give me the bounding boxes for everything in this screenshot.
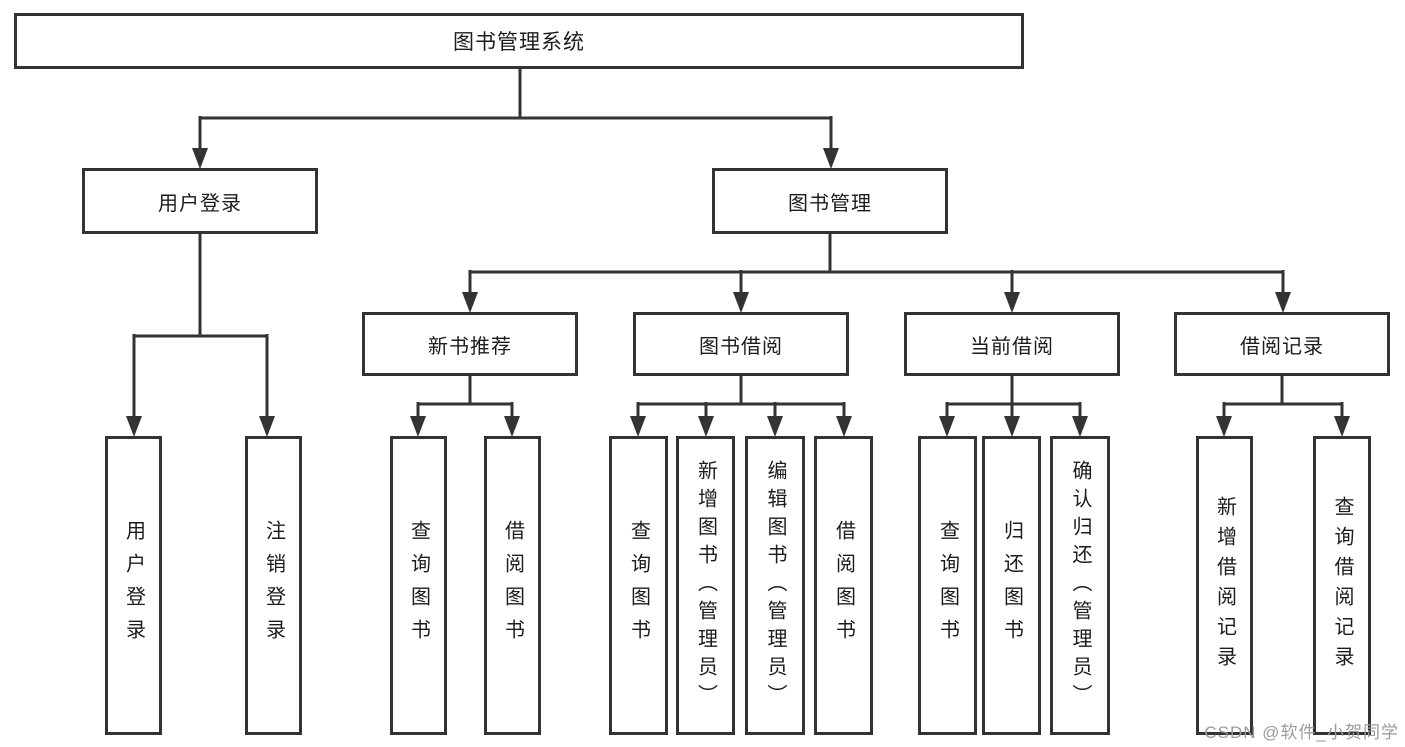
leaf-add-book-admin-label: 新增图书（管理员） xyxy=(694,459,717,712)
leaf-add-borrow-record-label: 新增借阅记录 xyxy=(1213,495,1236,676)
connector-lines xyxy=(132,66,1344,420)
arrow-down-icons xyxy=(126,148,1350,437)
arrow-down-icon xyxy=(836,416,852,437)
leaf-query-books-borrow-label: 查询图书 xyxy=(627,519,650,652)
leaf-user-login-label: 用户登录 xyxy=(122,519,145,652)
leaf-return-books: 归还图书 xyxy=(982,436,1041,735)
arrow-down-icon xyxy=(1004,292,1020,313)
arrow-down-icon xyxy=(1275,292,1291,313)
leaf-edit-book-admin: 编辑图书（管理员） xyxy=(745,436,805,735)
arrow-down-icon xyxy=(1004,416,1020,437)
node-book-borrowing: 图书借阅 xyxy=(633,312,849,376)
arrow-down-icon xyxy=(1072,416,1088,437)
node-borrowing-records: 借阅记录 xyxy=(1174,312,1390,376)
arrow-down-icon xyxy=(1334,416,1350,437)
leaf-borrow-books-label: 借阅图书 xyxy=(832,519,855,652)
leaf-query-borrow-record-label: 查询借阅记录 xyxy=(1331,495,1353,676)
leaf-query-books-recommend: 查询图书 xyxy=(390,436,447,735)
arrow-down-icon xyxy=(733,292,749,313)
arrow-down-icon xyxy=(410,416,426,437)
leaf-add-book-admin: 新增图书（管理员） xyxy=(676,436,735,735)
node-current-borrowing: 当前借阅 xyxy=(904,312,1120,376)
node-user-login: 用户登录 xyxy=(82,168,318,234)
arrow-down-icon xyxy=(823,148,839,169)
arrow-down-icon xyxy=(1216,416,1232,437)
node-new-book-recommendation: 新书推荐 xyxy=(362,312,578,376)
arrow-down-icon xyxy=(126,416,142,437)
leaf-return-books-label: 归还图书 xyxy=(1000,519,1023,652)
arrow-down-icon xyxy=(698,416,714,437)
arrow-down-icon xyxy=(504,416,520,437)
leaf-borrow-books: 借阅图书 xyxy=(814,436,873,735)
leaf-add-borrow-record: 新增借阅记录 xyxy=(1196,436,1253,735)
leaf-query-books-current: 查询图书 xyxy=(918,436,977,735)
leaf-logout: 注销登录 xyxy=(245,436,302,735)
arrow-down-icon xyxy=(630,416,646,437)
node-book-management: 图书管理 xyxy=(712,168,948,234)
leaf-confirm-return-admin: 确认归还（管理员） xyxy=(1050,436,1110,735)
leaf-edit-book-admin-label: 编辑图书（管理员） xyxy=(764,459,786,712)
arrow-down-icon xyxy=(939,416,955,437)
node-library-management-system: 图书管理系统 xyxy=(14,13,1024,69)
leaf-query-books-current-label: 查询图书 xyxy=(936,519,959,652)
leaf-query-books-recommend-label: 查询图书 xyxy=(407,519,430,652)
leaf-query-books-borrow: 查询图书 xyxy=(609,436,668,735)
arrow-down-icon xyxy=(259,416,275,437)
arrow-down-icon xyxy=(767,416,783,437)
arrow-down-icon xyxy=(192,148,208,169)
leaf-query-borrow-record: 查询借阅记录 xyxy=(1313,436,1371,735)
arrow-down-icon xyxy=(462,292,478,313)
leaf-borrow-books-recommend: 借阅图书 xyxy=(484,436,541,735)
watermark-text: CSDN @软件_小贺同学 xyxy=(1204,723,1399,742)
leaf-borrow-books-recommend-label: 借阅图书 xyxy=(501,519,524,652)
leaf-user-login: 用户登录 xyxy=(105,436,162,735)
leaf-logout-label: 注销登录 xyxy=(262,519,285,652)
leaf-confirm-return-admin-label: 确认归还（管理员） xyxy=(1069,459,1091,712)
